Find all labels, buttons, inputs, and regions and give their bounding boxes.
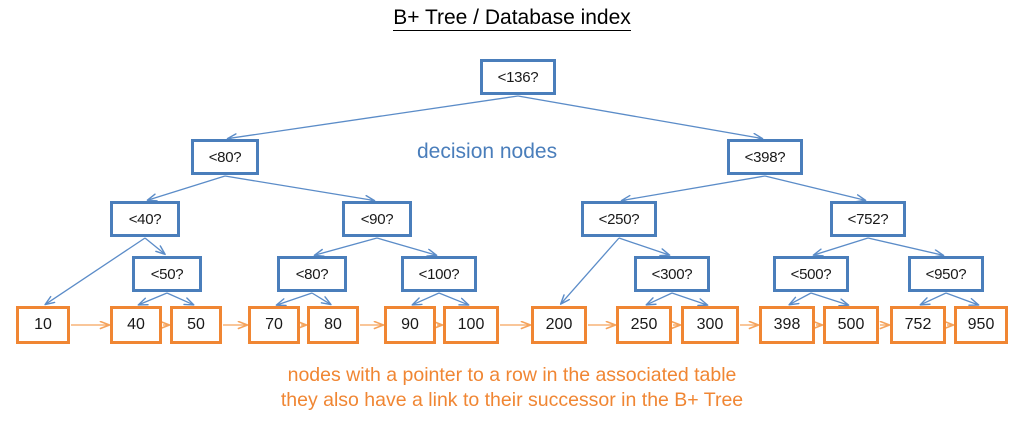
leaf-node-l10[interactable]: 10: [16, 306, 70, 344]
leaf-node-label: 80: [324, 316, 342, 333]
decision-edge-d752-to-d950: [867, 237, 943, 255]
decision-node-label: <100?: [418, 265, 460, 283]
leaf-node-l200[interactable]: 200: [531, 306, 587, 344]
decision-edge-d90-to-d100: [376, 237, 436, 255]
leaf-node-label: 10: [34, 316, 52, 333]
decision-edge-d500-to-l500: [810, 292, 848, 305]
decision-node-label: <80?: [208, 148, 242, 166]
leaf-node-label: 752: [904, 316, 932, 333]
decision-edge-d950-to-l752: [921, 292, 947, 305]
decision-node-d80b[interactable]: <80?: [277, 256, 347, 292]
decision-node-label: <500?: [790, 265, 832, 283]
decision-node-label: <80?: [295, 265, 329, 283]
decision-node-label: <136?: [497, 68, 539, 86]
decision-edge-d90-to-d80b: [315, 237, 378, 255]
leaf-node-l752[interactable]: 752: [890, 306, 946, 344]
leaf-node-label: 500: [837, 316, 865, 333]
decision-edge-d950-to-l950: [945, 292, 978, 305]
leaf-nodes-caption: nodes with a pointer to a row in the ass…: [0, 363, 1024, 413]
decision-node-label: <398?: [744, 148, 786, 166]
decision-edge-d300-to-l250: [647, 292, 673, 305]
decision-edge-d80b-to-l70: [277, 292, 313, 305]
decision-node-d500[interactable]: <500?: [773, 256, 849, 292]
page-title-text: B+ Tree / Database index: [393, 6, 631, 31]
decision-edge-d80b-to-l80: [311, 292, 331, 304]
decision-edge-d100-to-l100: [438, 292, 468, 305]
leaf-node-label: 90: [401, 316, 419, 333]
leaf-node-l70[interactable]: 70: [248, 306, 300, 344]
decision-node-d398[interactable]: <398?: [727, 139, 803, 175]
decision-edge-d136-to-d398: [517, 95, 762, 138]
decision-node-d90[interactable]: <90?: [342, 201, 412, 237]
decision-node-d80[interactable]: <80?: [191, 139, 259, 175]
decision-node-d752[interactable]: <752?: [830, 201, 906, 237]
decision-node-d136[interactable]: <136?: [480, 59, 556, 95]
decision-edge-d40-to-d50: [144, 237, 165, 254]
caption-line-1: nodes with a pointer to a row in the ass…: [287, 364, 737, 386]
leaf-node-label: 950: [967, 316, 995, 333]
leaf-node-label: 200: [545, 316, 573, 333]
leaf-node-l80[interactable]: 80: [307, 306, 359, 344]
decision-node-d40[interactable]: <40?: [110, 201, 180, 237]
decision-node-label: <300?: [651, 265, 693, 283]
leaf-node-label: 250: [630, 316, 658, 333]
decision-node-d950[interactable]: <950?: [908, 256, 984, 292]
leaf-node-l950[interactable]: 950: [954, 306, 1008, 344]
leaf-node-l100[interactable]: 100: [443, 306, 499, 344]
leaf-node-label: 70: [265, 316, 283, 333]
leaf-node-l250[interactable]: 250: [616, 306, 672, 344]
leaf-node-l300[interactable]: 300: [681, 306, 739, 344]
decision-edge-d398-to-d752: [764, 175, 865, 200]
decision-edge-d250-to-l200: [561, 237, 620, 304]
decision-edge-d100-to-l90: [413, 292, 440, 305]
decision-edge-d40-to-l10: [45, 237, 146, 304]
decision-edge-d500-to-l398: [790, 292, 812, 304]
decision-edge-d80-to-d40: [148, 175, 226, 200]
decision-node-label: <40?: [128, 210, 162, 228]
leaf-node-l90[interactable]: 90: [384, 306, 436, 344]
decision-node-d50[interactable]: <50?: [132, 256, 202, 292]
decision-node-d300[interactable]: <300?: [634, 256, 710, 292]
decision-node-label: <90?: [360, 210, 394, 228]
leaf-node-l50[interactable]: 50: [170, 306, 222, 344]
page-title: B+ Tree / Database index: [0, 6, 1024, 31]
decision-node-d100[interactable]: <100?: [401, 256, 477, 292]
decision-nodes-label: decision nodes: [417, 140, 558, 163]
decision-edge-d136-to-d80: [228, 95, 519, 139]
decision-edge-d752-to-d500: [814, 237, 869, 255]
leaf-node-l500[interactable]: 500: [823, 306, 879, 344]
decision-edge-d50-to-l50: [166, 292, 193, 305]
decision-edge-d50-to-l40: [139, 292, 168, 305]
leaf-node-label: 50: [187, 316, 205, 333]
decision-edge-d300-to-l300: [671, 292, 707, 305]
leaf-node-label: 100: [457, 316, 485, 333]
leaf-node-label: 300: [696, 316, 724, 333]
decision-node-label: <250?: [598, 210, 640, 228]
decision-edge-d250-to-d300: [618, 237, 669, 255]
decision-node-label: <50?: [150, 265, 184, 283]
leaf-node-l398[interactable]: 398: [759, 306, 815, 344]
decision-node-d250[interactable]: <250?: [581, 201, 657, 237]
decision-node-label: <752?: [847, 210, 889, 228]
leaf-node-label: 40: [127, 316, 145, 333]
leaf-node-l40[interactable]: 40: [110, 306, 162, 344]
decision-node-label: <950?: [925, 265, 967, 283]
decision-edge-d398-to-d250: [622, 175, 766, 200]
caption-line-2: they also have a link to their successor…: [280, 389, 744, 411]
leaf-node-label: 398: [773, 316, 801, 333]
decision-edge-d80-to-d90: [224, 175, 374, 200]
